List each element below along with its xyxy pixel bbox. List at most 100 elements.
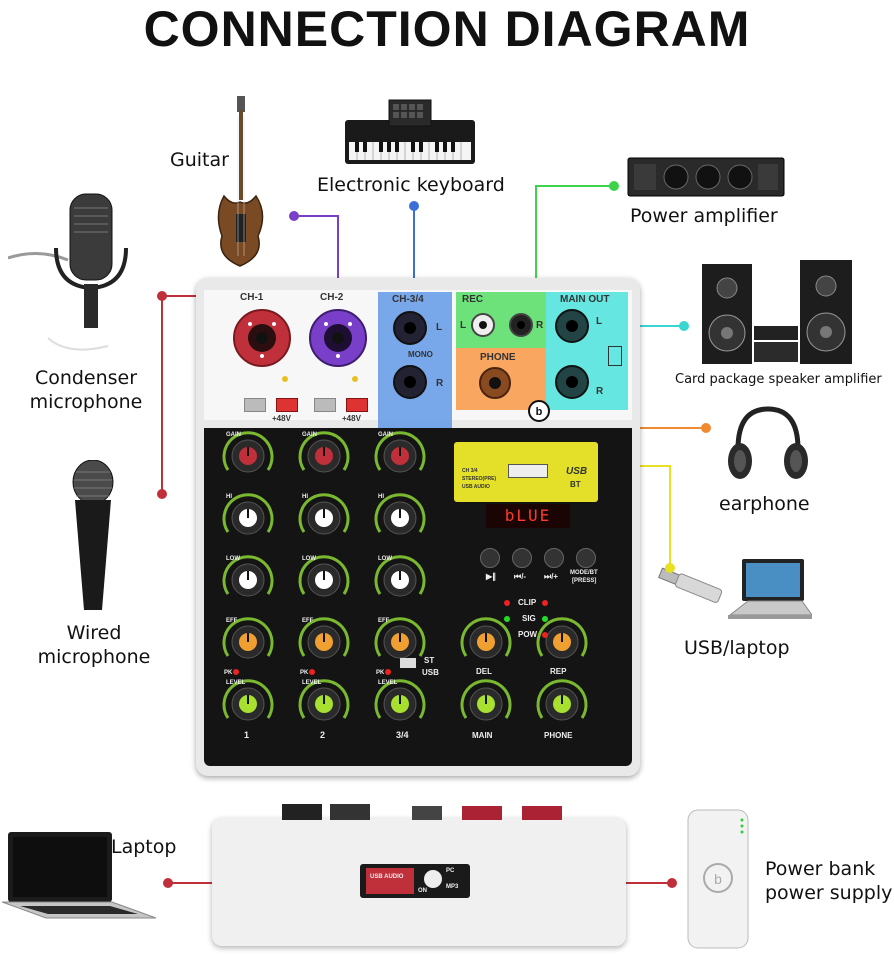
rear-pc-label: PC (446, 868, 455, 874)
ch1-pk-led (233, 669, 239, 675)
rear-connectors (262, 798, 592, 822)
ch3-gain-knob[interactable] (374, 431, 426, 473)
ch1-low-label: LOW (226, 556, 240, 562)
ch3-gain-label: GAIN (378, 432, 393, 438)
rear-usb-port-zone[interactable] (366, 868, 414, 894)
mode-bt-button[interactable] (576, 548, 596, 568)
previous-button[interactable] (512, 548, 532, 568)
bt-label: BT (570, 480, 581, 489)
rep-knob[interactable] (536, 617, 588, 659)
ch2-pk-led (309, 669, 315, 675)
del-knob[interactable] (460, 617, 512, 659)
channel-3-label: 3/4 (396, 730, 409, 740)
ch34-right-jack[interactable] (392, 364, 428, 400)
ch1-gain-knob[interactable] (222, 431, 274, 473)
ch3-eff-label: EFF (378, 618, 390, 624)
ch3-low-knob[interactable] (374, 555, 426, 597)
brand-logo-icon: b (528, 400, 550, 422)
usb-info-2: STEREO(PRE) (462, 476, 497, 482)
rear-on-label: ON (418, 888, 427, 894)
press-label: [PRESS] (572, 578, 597, 584)
next-button[interactable] (544, 548, 564, 568)
usb-info-3: USB AUDIO (462, 484, 490, 490)
pow-led (542, 632, 548, 638)
main-out-right-jack[interactable] (554, 364, 590, 400)
rec-connection-line (535, 185, 614, 296)
ch2-low-label: LOW (302, 556, 316, 562)
clip-led-right (542, 600, 548, 606)
laptop-icon (2, 832, 157, 919)
rear-mp3-label: MP3 (446, 884, 459, 890)
rec-r-label: R (536, 320, 544, 331)
rear-knobs-icon (282, 804, 562, 820)
ch1-hi-knob[interactable] (222, 493, 274, 535)
earphone-icon (728, 406, 808, 479)
channel-1-label: 1 (244, 730, 249, 740)
ch2-phantom-switch[interactable] (346, 398, 368, 412)
ch34-l-label: L (436, 322, 443, 333)
rear-usb-label: USB AUDIO (370, 874, 404, 880)
ch2-eff-knob[interactable] (298, 617, 350, 659)
rec-left-jack[interactable] (470, 312, 496, 338)
mode-bt-label: MODE/BT (570, 570, 598, 576)
clip-label: CLIP (518, 598, 537, 607)
ch1-phantom-switch[interactable] (276, 398, 298, 412)
usb-module-label: USB (566, 466, 588, 477)
ch1-level-knob[interactable] (222, 679, 274, 721)
ch1-eff-label: EFF (226, 618, 238, 624)
ch2-combo-jack[interactable] (308, 308, 368, 368)
power-amplifier-icon (627, 157, 785, 197)
main-knob[interactable] (460, 679, 512, 721)
ch2-low-knob[interactable] (298, 555, 350, 597)
ch2-gain-knob[interactable] (298, 431, 350, 473)
svg-text:b: b (714, 871, 722, 887)
ch2-mic-line-switch[interactable] (314, 398, 336, 412)
ch3-eff-knob[interactable] (374, 617, 426, 659)
sig-led-left (504, 616, 510, 622)
earphone-label: earphone (719, 493, 810, 515)
ch3-low-label: LOW (378, 556, 392, 562)
main-label: MAIN (472, 731, 493, 740)
ch1-eff-knob[interactable] (222, 617, 274, 659)
power-bank-label: Power bank power supply (765, 858, 893, 904)
rec-right-jack[interactable] (508, 312, 534, 338)
clip-led-left (504, 600, 510, 606)
keyboard-icon (345, 99, 475, 164)
sig-led-right (542, 616, 548, 622)
ch2-hi-label: HI (302, 494, 308, 500)
ch34-label: CH-3/4 (392, 294, 424, 305)
del-label: DEL (476, 667, 492, 676)
ch3-hi-knob[interactable] (374, 493, 426, 535)
ch3-level-knob[interactable] (374, 679, 426, 721)
wired-microphone-label: Wired microphone (37, 622, 151, 668)
wired-microphone-icon (72, 460, 114, 610)
main-out-left-jack[interactable] (554, 308, 590, 344)
ch1-hi-label: HI (226, 494, 232, 500)
phone-volume-label: PHONE (544, 731, 573, 740)
pow-label: POW (518, 630, 538, 639)
usb-port[interactable] (508, 464, 548, 478)
ch1-mic-line-switch[interactable] (244, 398, 266, 412)
ch34-mono-label: MONO (408, 350, 433, 359)
keyboard-label: Electronic keyboard (317, 174, 505, 196)
ch34-left-jack[interactable] (392, 310, 428, 346)
play-pause-button[interactable] (480, 548, 500, 568)
power-amplifier-label: Power amplifier (630, 205, 778, 227)
speaker-symbol-icon (608, 346, 622, 366)
ch2-level-knob[interactable] (298, 679, 350, 721)
ch1-low-knob[interactable] (222, 555, 274, 597)
ch1-gain-label: GAIN (226, 432, 241, 438)
ch3-pk-led (385, 669, 391, 675)
guitar-icon (217, 96, 264, 267)
phone-volume-knob[interactable] (536, 679, 588, 721)
phone-label: PHONE (480, 352, 516, 363)
ch2-hi-knob[interactable] (298, 493, 350, 535)
ch2-phantom-led (352, 376, 358, 382)
usb-info-1: CH 3/4 (462, 468, 478, 474)
phone-jack[interactable] (478, 366, 512, 400)
condenser-microphone-icon (8, 193, 128, 351)
st-usb-switch[interactable] (400, 658, 416, 668)
ch1-combo-jack[interactable] (232, 308, 292, 368)
rear-power-button[interactable] (424, 870, 442, 888)
ch1-label: CH-1 (240, 292, 264, 303)
